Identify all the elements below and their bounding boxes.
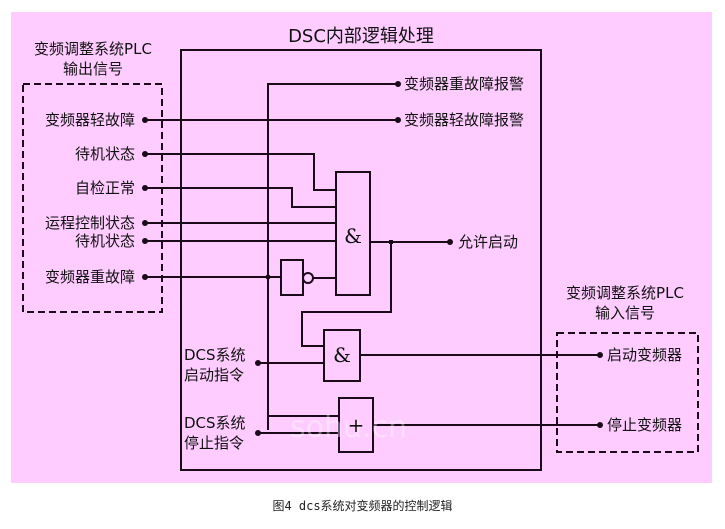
junction-dot — [389, 240, 393, 244]
terminal-dot — [142, 185, 148, 191]
wire-standby-1 — [145, 153, 336, 191]
diagram-title: DSC内部逻辑处理 — [288, 26, 434, 47]
input-label: 自检正常 — [75, 179, 135, 197]
output-label-heavy-fault-alarm: 变频器重故障报警 — [404, 75, 524, 93]
or-symbol: + — [348, 413, 365, 437]
terminal-dot — [142, 151, 148, 157]
input-label: 运程控制状态 — [45, 214, 135, 232]
input-label: 待机状态 — [75, 232, 135, 250]
diagram-background — [11, 12, 712, 483]
and-gate-permit — [335, 171, 371, 296]
dcs-stop-label: DCS系统 — [184, 414, 246, 432]
dcs-start-label: DCS系统 — [184, 346, 246, 364]
terminal-dot — [447, 239, 453, 245]
dcs-stop-label: 停止指令 — [184, 434, 244, 452]
plc-output-group-box — [22, 83, 163, 313]
dcs-start-label: 启动指令 — [184, 366, 244, 384]
right-group-title: 变频调整系统PLC — [566, 284, 684, 302]
junction-dot — [265, 274, 271, 280]
terminal-dot — [597, 422, 603, 428]
terminal-dot — [255, 430, 261, 436]
terminal-dot — [395, 117, 401, 123]
plc-input-group-box — [556, 332, 699, 453]
terminal-dot — [255, 360, 261, 366]
terminal-dot — [142, 274, 148, 280]
and-symbol: & — [344, 224, 362, 248]
input-label: 变频器重故障 — [45, 268, 135, 286]
terminal-dot — [142, 117, 148, 123]
wire-self-check — [145, 187, 336, 208]
terminal-dot — [395, 81, 401, 87]
dsc-logic-box — [180, 49, 542, 471]
and-symbol: & — [333, 343, 351, 367]
figure-caption: 图4 dcs系统对变频器的控制逻辑 — [272, 499, 453, 513]
output-label-permit-start: 允许启动 — [458, 233, 518, 251]
right-output-label: 停止变频器 — [607, 416, 682, 434]
left-group-subtitle: 输出信号 — [63, 60, 123, 78]
wire-permit-branch — [301, 242, 392, 347]
terminal-dot — [142, 220, 148, 226]
terminal-dot — [142, 238, 148, 244]
left-group-title: 变频调整系统PLC — [34, 40, 152, 58]
input-label: 待机状态 — [75, 145, 135, 163]
right-group-subtitle: 输入信号 — [595, 304, 655, 322]
watermark: sohu.cn — [290, 410, 407, 445]
not-gate-bubble — [302, 272, 314, 284]
not-gate — [280, 259, 304, 296]
wire-heavy-fault-bus — [267, 83, 398, 430]
right-output-label: 启动变频器 — [607, 346, 682, 364]
terminal-dot — [597, 352, 603, 358]
input-label: 变频器轻故障 — [45, 111, 135, 129]
output-label-minor-fault-alarm: 变频器轻故障报警 — [404, 111, 524, 129]
